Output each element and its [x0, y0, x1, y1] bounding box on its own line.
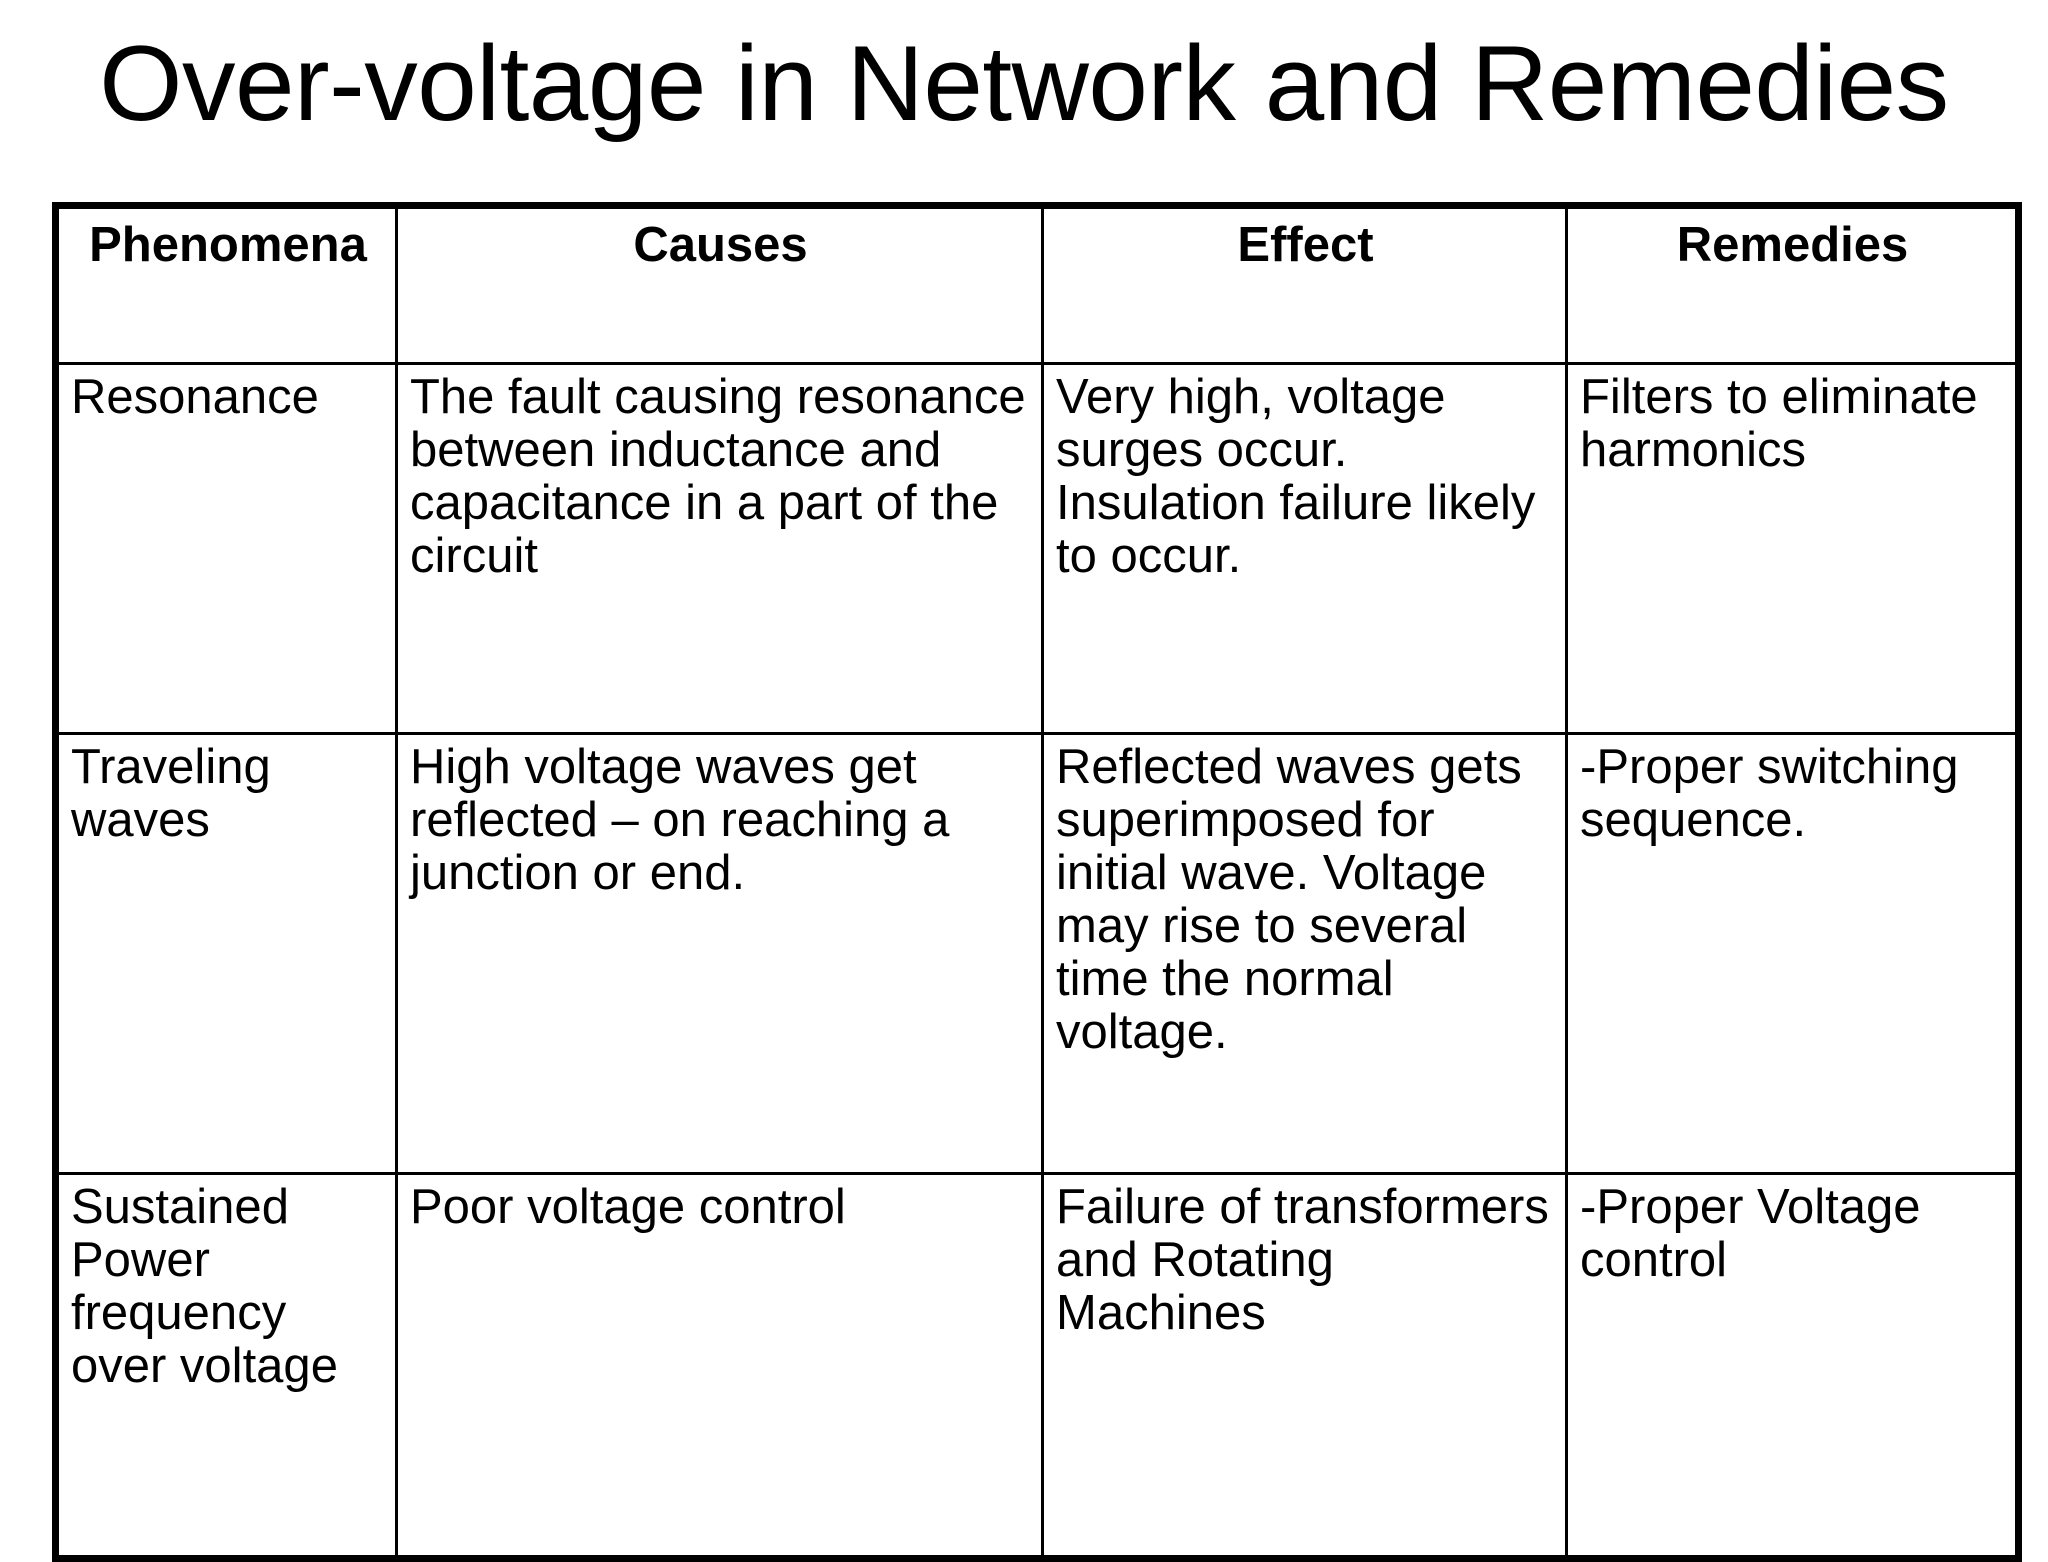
cell-effect: Failure of transformers and Rotating Mac…	[1041, 1172, 1568, 1560]
cell-phenomena: Traveling waves	[54, 732, 398, 1175]
column-header-phenomena: Phenomena	[54, 204, 398, 365]
cell-causes: The fault causing resonance between indu…	[395, 362, 1044, 735]
cell-remedies: -Proper switching sequence.	[1565, 732, 2020, 1175]
column-header-remedies: Remedies	[1565, 204, 2020, 365]
table-row: Traveling waves High voltage waves get r…	[54, 732, 2020, 1175]
cell-effect: Reflected waves gets superimposed for in…	[1041, 732, 1568, 1175]
table-row: Resonance The fault causing resonance be…	[54, 362, 2020, 735]
cell-phenomena: Resonance	[54, 362, 398, 735]
table-header-row: Phenomena Causes Effect Remedies	[54, 204, 2020, 365]
cell-causes: High voltage waves get reflected – on re…	[395, 732, 1044, 1175]
column-header-causes: Causes	[395, 204, 1044, 365]
column-header-effect: Effect	[1041, 204, 1568, 365]
table-row: Sustained Power frequency over voltage P…	[54, 1172, 2020, 1560]
cell-effect: Very high, voltage surges occur. Insulat…	[1041, 362, 1568, 735]
table-body: Resonance The fault causing resonance be…	[54, 362, 2020, 1560]
cell-remedies: Filters to eliminate harmonics	[1565, 362, 2020, 735]
cell-remedies: -Proper Voltage control	[1565, 1172, 2020, 1560]
cell-phenomena: Sustained Power frequency over voltage	[54, 1172, 398, 1560]
page-title: Over-voltage in Network and Remedies	[99, 23, 1949, 143]
table-header: Phenomena Causes Effect Remedies	[54, 204, 2020, 365]
overvoltage-table: Phenomena Causes Effect Remedies Resonan…	[52, 202, 2022, 1562]
overvoltage-table-wrapper: Phenomena Causes Effect Remedies Resonan…	[52, 202, 2022, 1562]
cell-causes: Poor voltage control	[395, 1172, 1044, 1560]
